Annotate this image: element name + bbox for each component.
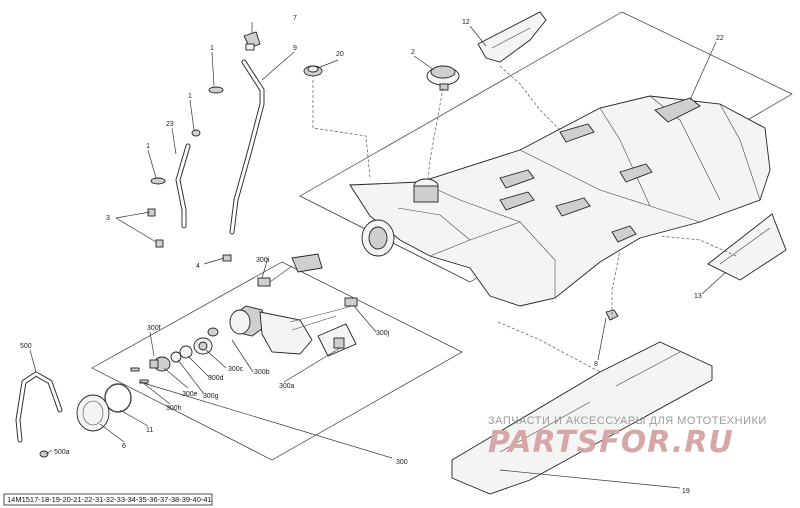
callout-4: 4 <box>196 263 200 270</box>
hose-23 <box>175 143 191 229</box>
callout-19: 19 <box>682 488 690 495</box>
callout-300d: 300d <box>208 375 224 382</box>
callout-300f: 300f <box>147 325 161 332</box>
clip-4 <box>222 254 232 262</box>
grommet-20 <box>303 65 323 77</box>
callout-300j: 300j <box>376 330 390 337</box>
heat-shield-13 <box>707 213 787 281</box>
callout-1-low: 1 <box>146 143 150 150</box>
callout-7: 7 <box>293 15 297 22</box>
gasket-11 <box>104 383 132 413</box>
fuel-tank <box>349 95 771 307</box>
clamps-1 <box>150 86 224 185</box>
callout-300h: 300h <box>166 405 182 412</box>
fittings-3 <box>147 208 164 248</box>
pump-small-parts <box>130 327 219 384</box>
callout-300b: 300b <box>254 369 270 376</box>
callout-500: 500 <box>20 343 32 350</box>
callout-11: 11 <box>146 427 153 434</box>
fuel-cap-2 <box>426 65 460 91</box>
callout-300c: 300c <box>228 366 244 373</box>
connector-7 <box>243 31 261 51</box>
fuel-pump-assembly <box>229 253 358 357</box>
watermark-brand: PARTSFOR.RU <box>488 425 734 460</box>
callout-2: 2 <box>411 49 415 56</box>
callout-300i: 300i <box>256 257 270 264</box>
leader-lines <box>29 22 727 489</box>
callout-20: 20 <box>336 51 344 58</box>
callout-12: 12 <box>462 19 470 26</box>
callout-1-mid: 1 <box>188 93 192 100</box>
watermark-tagline: ЗАПЧАСТИ И АКСЕССУАРЫ ДЛЯ МОТОТЕХНИКИ <box>488 415 767 427</box>
pump-group-frame <box>91 261 463 461</box>
callout-8: 8 <box>594 361 598 368</box>
watermark: ЗАПЧАСТИ И АКСЕССУАРЫ ДЛЯ МОТОТЕХНИКИ PA… <box>488 415 767 460</box>
callout-23: 23 <box>166 121 174 128</box>
callout-300e: 300e <box>182 391 198 398</box>
callout-9: 9 <box>293 45 297 52</box>
callout-1-top: 1 <box>210 45 214 52</box>
dashed-leaders <box>312 65 737 373</box>
callout-300: 300 <box>396 459 408 466</box>
callout-labels: 7 12 22 1 9 20 2 1 23 1 3 4 300i 13 300f… <box>20 15 724 495</box>
drawing-code: 14M1517-18-19-20-21-22-31-32-33-34-35-36… <box>7 495 212 504</box>
callout-13: 13 <box>694 293 702 300</box>
drawing-code-box: 14M1517-18-19-20-21-22-31-32-33-34-35-36… <box>3 493 213 506</box>
callout-300g: 300g <box>203 393 219 400</box>
callout-3: 3 <box>106 215 110 222</box>
heat-shield-12 <box>477 11 547 63</box>
callout-6: 6 <box>122 443 126 450</box>
vent-hose-9 <box>229 59 265 235</box>
fuel-line-500 <box>15 371 63 458</box>
protective-sheet-19 <box>451 341 713 495</box>
lock-ring-6 <box>76 394 110 432</box>
callout-500a: 500a <box>54 449 70 456</box>
callout-22: 22 <box>716 35 724 42</box>
callout-300a: 300a <box>279 383 295 390</box>
